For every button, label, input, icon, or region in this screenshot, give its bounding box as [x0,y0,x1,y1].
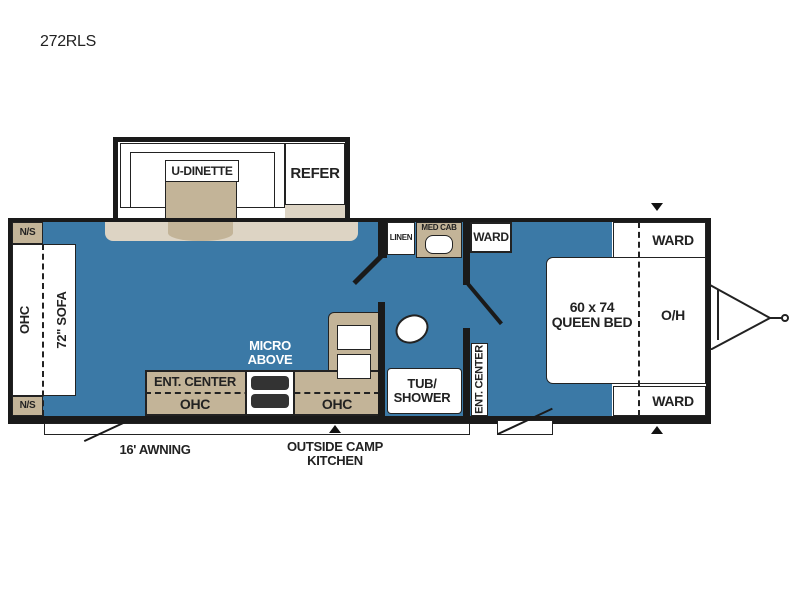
awning-label: 16' AWNING [119,442,191,458]
awning-bar [44,423,470,435]
arrow-up-icon [651,426,663,434]
oh-label: O/H [661,306,685,323]
linen-label: LINEN [389,233,413,243]
sofa-label: 72" SOFA [54,291,70,349]
arrow-down-icon [651,203,663,211]
micro-above-label: MICRO ABOVE [247,338,293,367]
oh-line [638,222,640,416]
u-dinette-label: U-DINETTE [165,160,239,182]
ohc-line [42,244,44,416]
burner-icon [251,394,289,408]
med-cab-label: MED CAB [421,222,457,232]
ward-top-label: WARD [652,231,694,248]
ohc-sofa-label: OHC [17,306,33,334]
ns-top-label: N/S [19,226,36,238]
bath-sink [425,235,453,254]
ward-top [613,222,706,258]
bath-wall-right [463,328,470,416]
queen-bed [546,257,706,384]
ent-center-bed-label: ENT. CENTER [473,345,486,414]
burner-icon [251,376,289,390]
ward-bottom-label: WARD [652,392,694,409]
kitchen-arrow-icon [329,425,341,433]
ohc-left-label: OHC [179,395,211,412]
outside-kitchen-label: OUTSIDE CAMP KITCHEN [286,439,384,468]
bath-wall-top [463,222,470,285]
ns-bottom-label: N/S [19,399,36,411]
dinette-table-ext [168,222,233,241]
tub-shower [387,368,462,414]
linen [387,222,415,255]
ward-bottom [613,386,706,416]
sink-basin-2 [337,354,371,379]
nightstand-top [12,222,43,244]
sofa [12,244,76,396]
bed-label: 60 x 74 QUEEN BED [551,299,633,330]
ward-small-label: WARD [473,230,509,245]
ent-center-kitchen-label: ENT. CENTER [154,374,236,390]
linen-wall [378,222,387,258]
ohc-right-label: OHC [321,395,353,412]
bath-wall-left [378,302,385,416]
stove [245,370,295,416]
tub-shower-label: TUB/ SHOWER [393,376,451,405]
model-title: 272RLS [40,33,97,50]
ent-center-bed [471,343,488,416]
hitch-icon [709,284,789,350]
sink-basin-1 [337,325,371,350]
ward-small [470,222,512,253]
refer-label: REFER [290,165,340,183]
med-cab [416,222,462,258]
refer [285,143,345,205]
